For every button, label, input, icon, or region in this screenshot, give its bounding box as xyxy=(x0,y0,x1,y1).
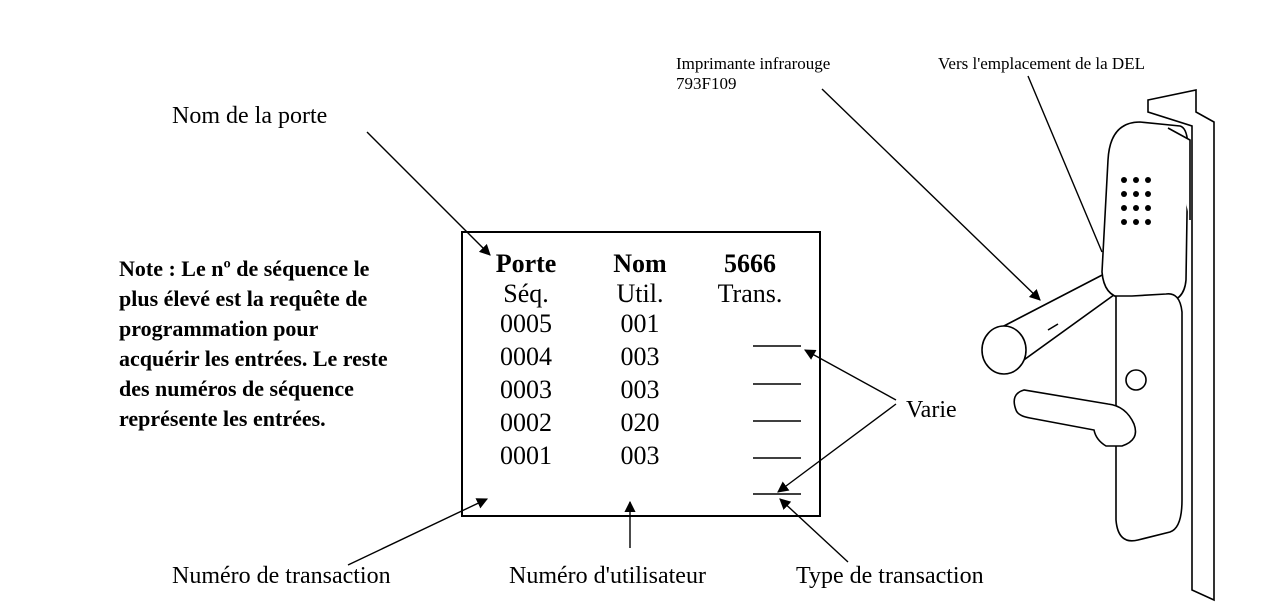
note-line: Note : Le nº de séquence le xyxy=(119,256,370,281)
row-seq: 0002 xyxy=(500,408,552,437)
note-line: acquérir les entrées. Le reste xyxy=(119,346,388,371)
header-number: 5666 xyxy=(724,249,776,278)
row-user: 003 xyxy=(620,441,660,470)
subheader-user: Util. xyxy=(616,279,664,308)
subheader-seq: Séq. xyxy=(503,279,549,308)
note-line: plus élevé est la requête de xyxy=(119,286,368,311)
row-seq: 0005 xyxy=(500,309,552,338)
note-text: Note : Le nº de séquence le plus élevé e… xyxy=(119,254,439,434)
printer-label-line1: Imprimante infrarouge xyxy=(676,54,831,73)
header-door: Porte xyxy=(495,249,557,278)
note-line: représente les entrées. xyxy=(119,406,326,431)
lock-illustration xyxy=(1013,89,1215,602)
row-seq: 0004 xyxy=(500,342,552,371)
printer-label-line2: 793F109 xyxy=(676,74,737,93)
door-name-label: Nom de la porte xyxy=(172,103,328,129)
transaction-type-arrow xyxy=(779,498,849,563)
row-user: 003 xyxy=(620,375,660,404)
user-number-label: Numéro d'utilisateur xyxy=(509,563,706,589)
note-line: des numéros de séquence xyxy=(119,376,354,401)
header-name: Nom xyxy=(613,249,667,278)
door-name-arrow xyxy=(366,131,491,256)
transaction-number-arrow xyxy=(347,498,489,566)
trans-blank-lines xyxy=(753,345,801,495)
keypad-buttons xyxy=(1121,177,1151,225)
audit-printout: Porte Nom 5666 Séq. Util. Trans. 0005 00… xyxy=(461,231,821,517)
row-user: 001 xyxy=(620,309,660,338)
transaction-number-label: Numéro de transaction xyxy=(172,563,391,589)
row-seq: 0001 xyxy=(500,441,552,470)
note-line: programmation pour xyxy=(119,316,319,341)
led-label: Vers l'emplacement de la DEL xyxy=(938,54,1145,73)
row-seq: 0003 xyxy=(500,375,552,404)
led-line xyxy=(1027,75,1103,253)
printer-arrow xyxy=(821,88,1041,301)
varies-arrow-bottom xyxy=(777,403,897,493)
transaction-type-label: Type de transaction xyxy=(796,563,984,589)
varies-label: Varie xyxy=(906,397,957,423)
subheader-trans: Trans. xyxy=(717,279,783,308)
row-user: 003 xyxy=(620,342,660,371)
row-user: 020 xyxy=(620,408,660,437)
varies-arrow-top xyxy=(804,349,897,401)
